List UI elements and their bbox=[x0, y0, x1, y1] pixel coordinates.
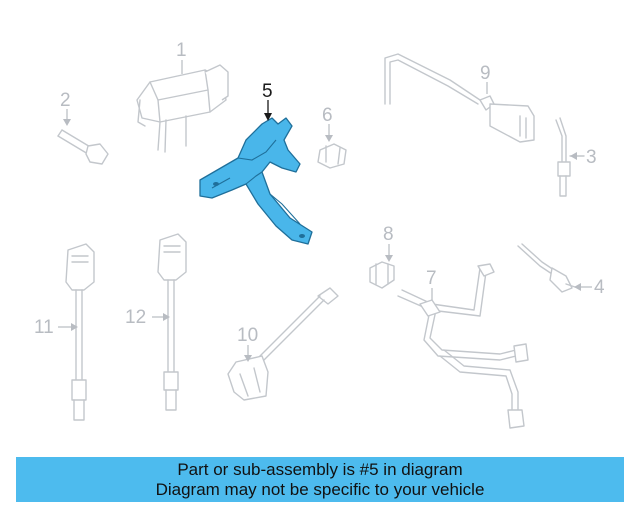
callout-label-8: 8 bbox=[383, 224, 394, 245]
callout-9: 9 bbox=[480, 63, 491, 94]
callout-label-11: 11 bbox=[34, 317, 54, 338]
part-9-sensor-harness bbox=[384, 53, 535, 143]
callout-4: 4 bbox=[574, 277, 605, 298]
part-2-bolt bbox=[57, 129, 109, 165]
part-12-connector-sensor bbox=[157, 233, 187, 411]
callout-label-1: 1 bbox=[176, 40, 187, 61]
callout-3: 3 bbox=[570, 147, 597, 168]
callout-11: 11 bbox=[34, 317, 78, 338]
info-banner: Part or sub-assembly is #5 in diagram Di… bbox=[16, 457, 624, 502]
part-3-probe-sensor bbox=[555, 117, 585, 197]
part-8-clip bbox=[369, 261, 395, 289]
callout-label-10: 10 bbox=[237, 325, 258, 346]
parts-diagram: 1 2 5 6 bbox=[34, 40, 605, 429]
callout-label-5: 5 bbox=[262, 81, 273, 102]
callout-label-3: 3 bbox=[586, 147, 597, 168]
callout-label-7: 7 bbox=[426, 268, 437, 289]
callout-5: 5 bbox=[262, 81, 273, 121]
part-4-small-sensor bbox=[517, 243, 579, 293]
banner-line-disclaimer: Diagram may not be specific to your vehi… bbox=[155, 479, 485, 499]
part-11-connector-sensor bbox=[65, 243, 95, 421]
callout-10: 10 bbox=[237, 325, 258, 362]
callout-2: 2 bbox=[60, 90, 71, 126]
part-5-bracket-highlighted bbox=[199, 117, 313, 245]
part-1-pressure-sensor bbox=[136, 64, 229, 153]
callout-12: 12 bbox=[125, 307, 170, 328]
part-10-sensor-lead bbox=[227, 287, 339, 401]
callout-label-6: 6 bbox=[322, 105, 333, 126]
part-6-clip bbox=[317, 143, 347, 169]
callout-label-12: 12 bbox=[125, 307, 146, 328]
callout-6: 6 bbox=[322, 105, 333, 142]
callout-7: 7 bbox=[426, 268, 437, 300]
banner-line-part-number: Part or sub-assembly is #5 in diagram bbox=[177, 459, 463, 479]
callout-label-9: 9 bbox=[480, 63, 491, 84]
callout-8: 8 bbox=[383, 224, 394, 262]
callout-1: 1 bbox=[176, 40, 187, 74]
callout-label-2: 2 bbox=[60, 90, 71, 111]
callout-label-4: 4 bbox=[594, 277, 605, 298]
part-7-tube-assembly bbox=[397, 263, 529, 429]
